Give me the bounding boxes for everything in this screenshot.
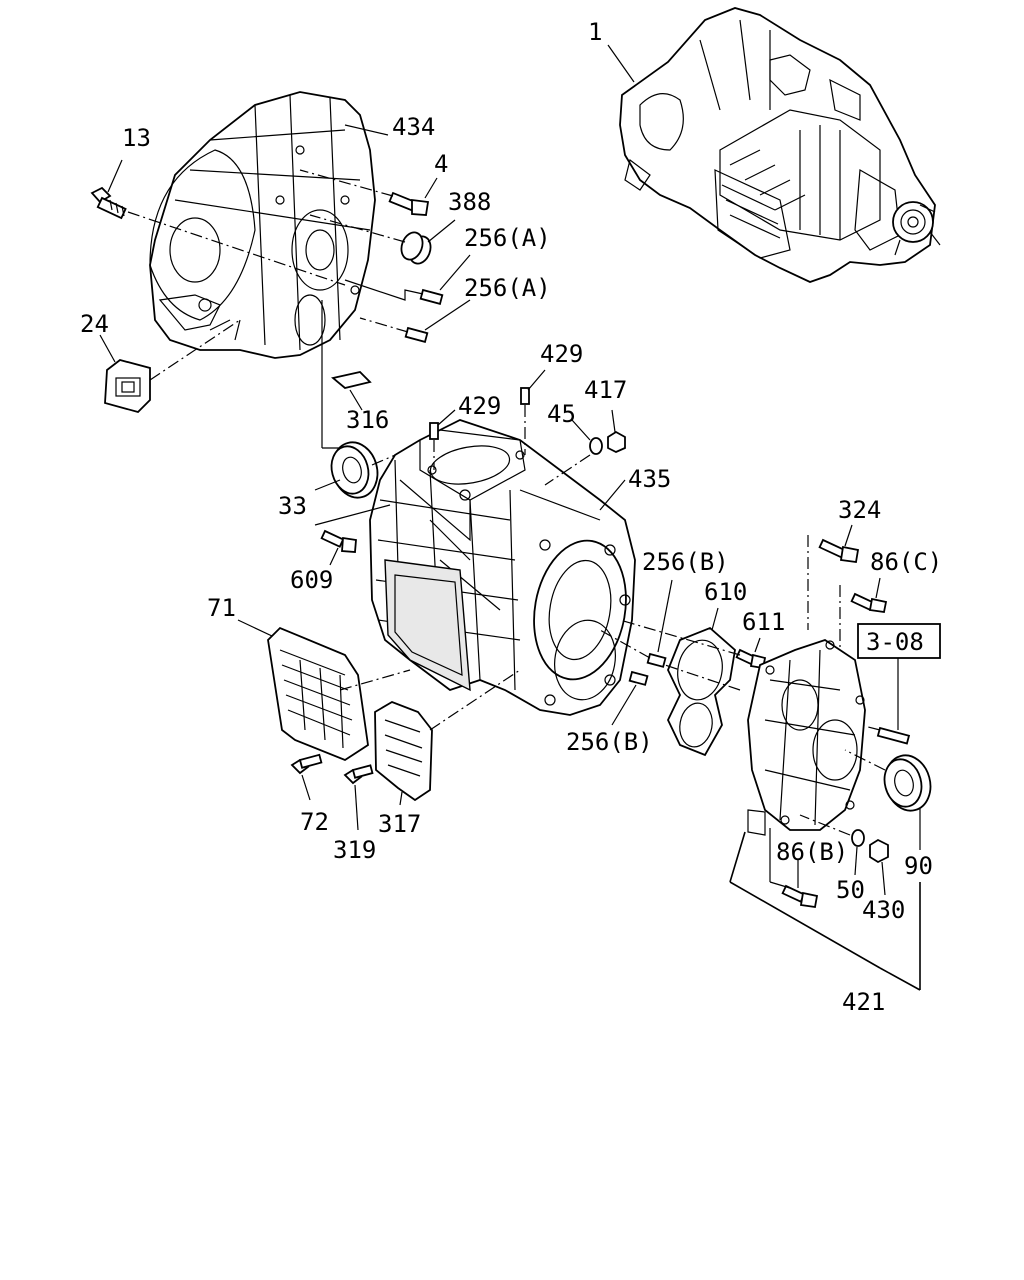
callout-421: 421 — [842, 988, 885, 1016]
callout-429-left: 429 — [458, 392, 501, 420]
callout-ref-3-08: 3-08 — [866, 628, 924, 656]
extension-housing — [747, 639, 866, 836]
callout-388: 388 — [448, 188, 491, 216]
transmission-assembly — [619, 7, 941, 283]
callout-317: 317 — [378, 810, 421, 838]
reference-box — [857, 623, 941, 659]
callout-24: 24 — [80, 310, 109, 338]
pin-429-left — [429, 422, 439, 440]
bolt-609 — [320, 529, 357, 553]
dowel-256a-upper — [419, 288, 444, 305]
callout-labels: 1 13 434 4 388 256(A) 256(A) 24 429 429 … — [80, 18, 942, 1016]
callout-609: 609 — [290, 566, 333, 594]
callout-319: 319 — [333, 836, 376, 864]
callout-430: 430 — [862, 896, 905, 924]
callout-50: 50 — [836, 876, 865, 904]
callout-256a-lower: 256(A) — [464, 274, 551, 302]
callout-4: 4 — [434, 150, 448, 178]
callout-434: 434 — [392, 113, 435, 141]
gasket-610 — [667, 626, 736, 757]
bolt-86c — [850, 592, 888, 614]
callout-611: 611 — [742, 608, 785, 636]
callout-610: 610 — [704, 578, 747, 606]
pin-429-right — [520, 387, 530, 405]
dowel-256a-lower — [404, 326, 429, 343]
callout-71: 71 — [207, 594, 236, 622]
plug-417 — [607, 430, 626, 453]
plate-316 — [331, 371, 372, 389]
callout-90: 90 — [904, 852, 933, 880]
callout-1: 1 — [588, 18, 602, 46]
bolt-4 — [388, 191, 430, 216]
callout-324: 324 — [838, 496, 881, 524]
o-ring-50 — [851, 829, 865, 847]
bolt-86b — [781, 884, 819, 909]
callout-86b: 86(B) — [776, 838, 848, 866]
callout-13: 13 — [122, 124, 151, 152]
bolt-319 — [343, 764, 374, 785]
callout-256b-lower: 256(B) — [566, 728, 653, 756]
cover-317 — [374, 701, 433, 802]
cover-71 — [267, 626, 369, 762]
dowel-256b-lower — [628, 670, 649, 686]
callout-33: 33 — [278, 492, 307, 520]
o-ring-45 — [589, 437, 603, 455]
dowel-256b-upper — [646, 652, 667, 668]
callout-256a-upper: 256(A) — [464, 224, 551, 252]
callout-72: 72 — [300, 808, 329, 836]
callout-429-right: 429 — [540, 340, 583, 368]
callout-86c: 86(C) — [870, 548, 942, 576]
bolt-324 — [818, 538, 860, 564]
callout-435: 435 — [628, 465, 671, 493]
transmission-case — [369, 419, 636, 716]
cover-24 — [104, 359, 151, 414]
bushing-388 — [400, 231, 432, 265]
stud-3-08 — [876, 726, 911, 745]
callout-417: 417 — [584, 376, 627, 404]
callout-256b-upper: 256(B) — [642, 548, 729, 576]
callout-45: 45 — [547, 400, 576, 428]
oil-seal-90 — [883, 754, 932, 812]
plug-430 — [869, 838, 889, 864]
oil-seal-33 — [330, 441, 379, 499]
bolt-72 — [290, 753, 323, 775]
clutch-housing — [149, 91, 376, 359]
callout-316: 316 — [346, 406, 389, 434]
bolt-13 — [90, 186, 127, 220]
